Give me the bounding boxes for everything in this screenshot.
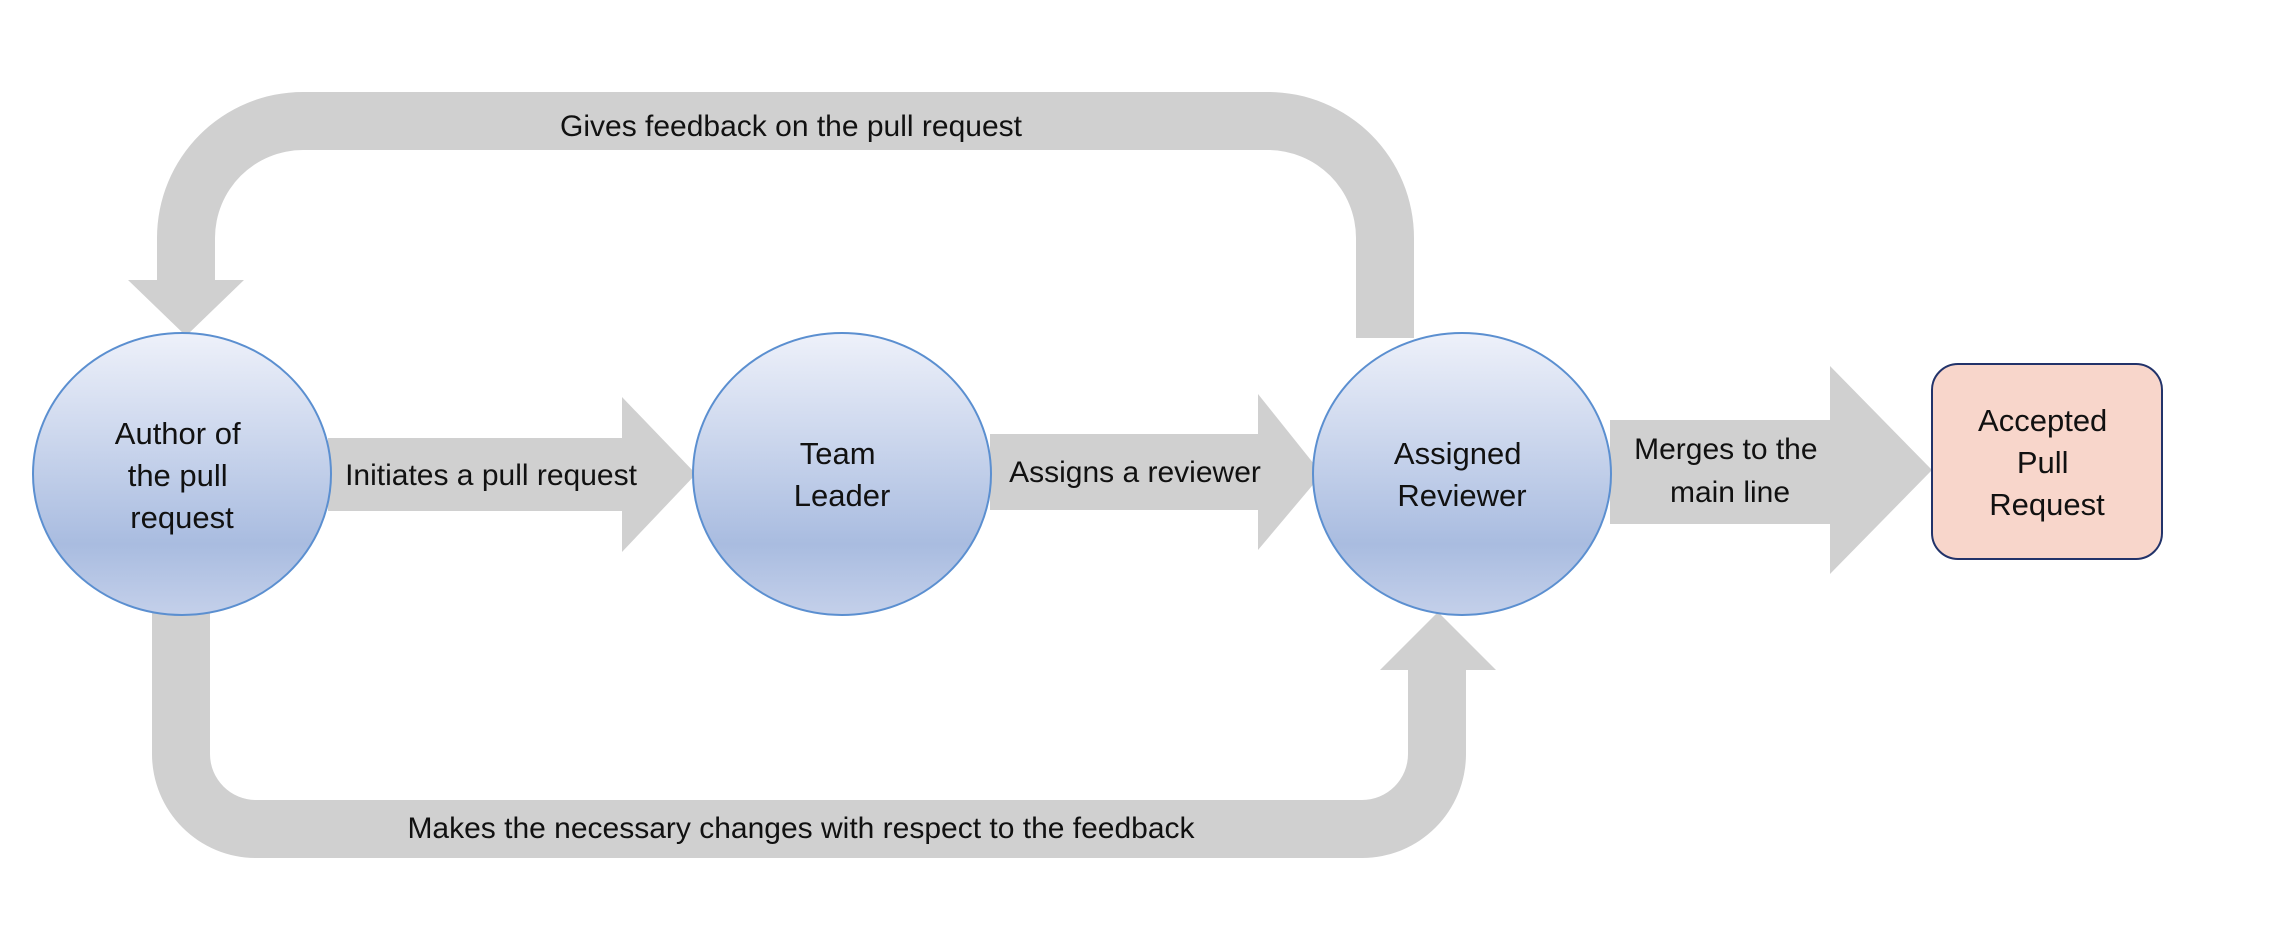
author-node-label: Author of the pull request xyxy=(115,416,249,535)
reviewer-node-label: Assigned Reviewer xyxy=(1394,436,1530,513)
initiates-arrow-label: Initiates a pull request xyxy=(345,459,638,492)
assigns-arrow-label: Assigns a reviewer xyxy=(1009,456,1261,489)
accepted-pull-request-node-label: Accepted Pull Request xyxy=(1978,403,2116,522)
arrow-merges xyxy=(1610,366,1932,574)
arrow-assigns xyxy=(990,394,1322,550)
arrow-changes xyxy=(152,610,1496,858)
team-leader-node-label: Team Leader xyxy=(794,436,891,513)
author-node xyxy=(32,332,332,616)
changes-arrow-label: Makes the necessary changes with respect… xyxy=(407,812,1195,845)
reviewer-node xyxy=(1312,332,1612,616)
feedback-arrow-label: Gives feedback on the pull request xyxy=(560,110,1023,143)
accepted-pull-request-node xyxy=(1931,363,2163,560)
arrow-initiates xyxy=(328,397,696,552)
team-leader-node xyxy=(692,332,992,616)
arrow-feedback xyxy=(128,92,1414,338)
merges-arrow-label: Merges to the main line xyxy=(1634,433,1826,509)
